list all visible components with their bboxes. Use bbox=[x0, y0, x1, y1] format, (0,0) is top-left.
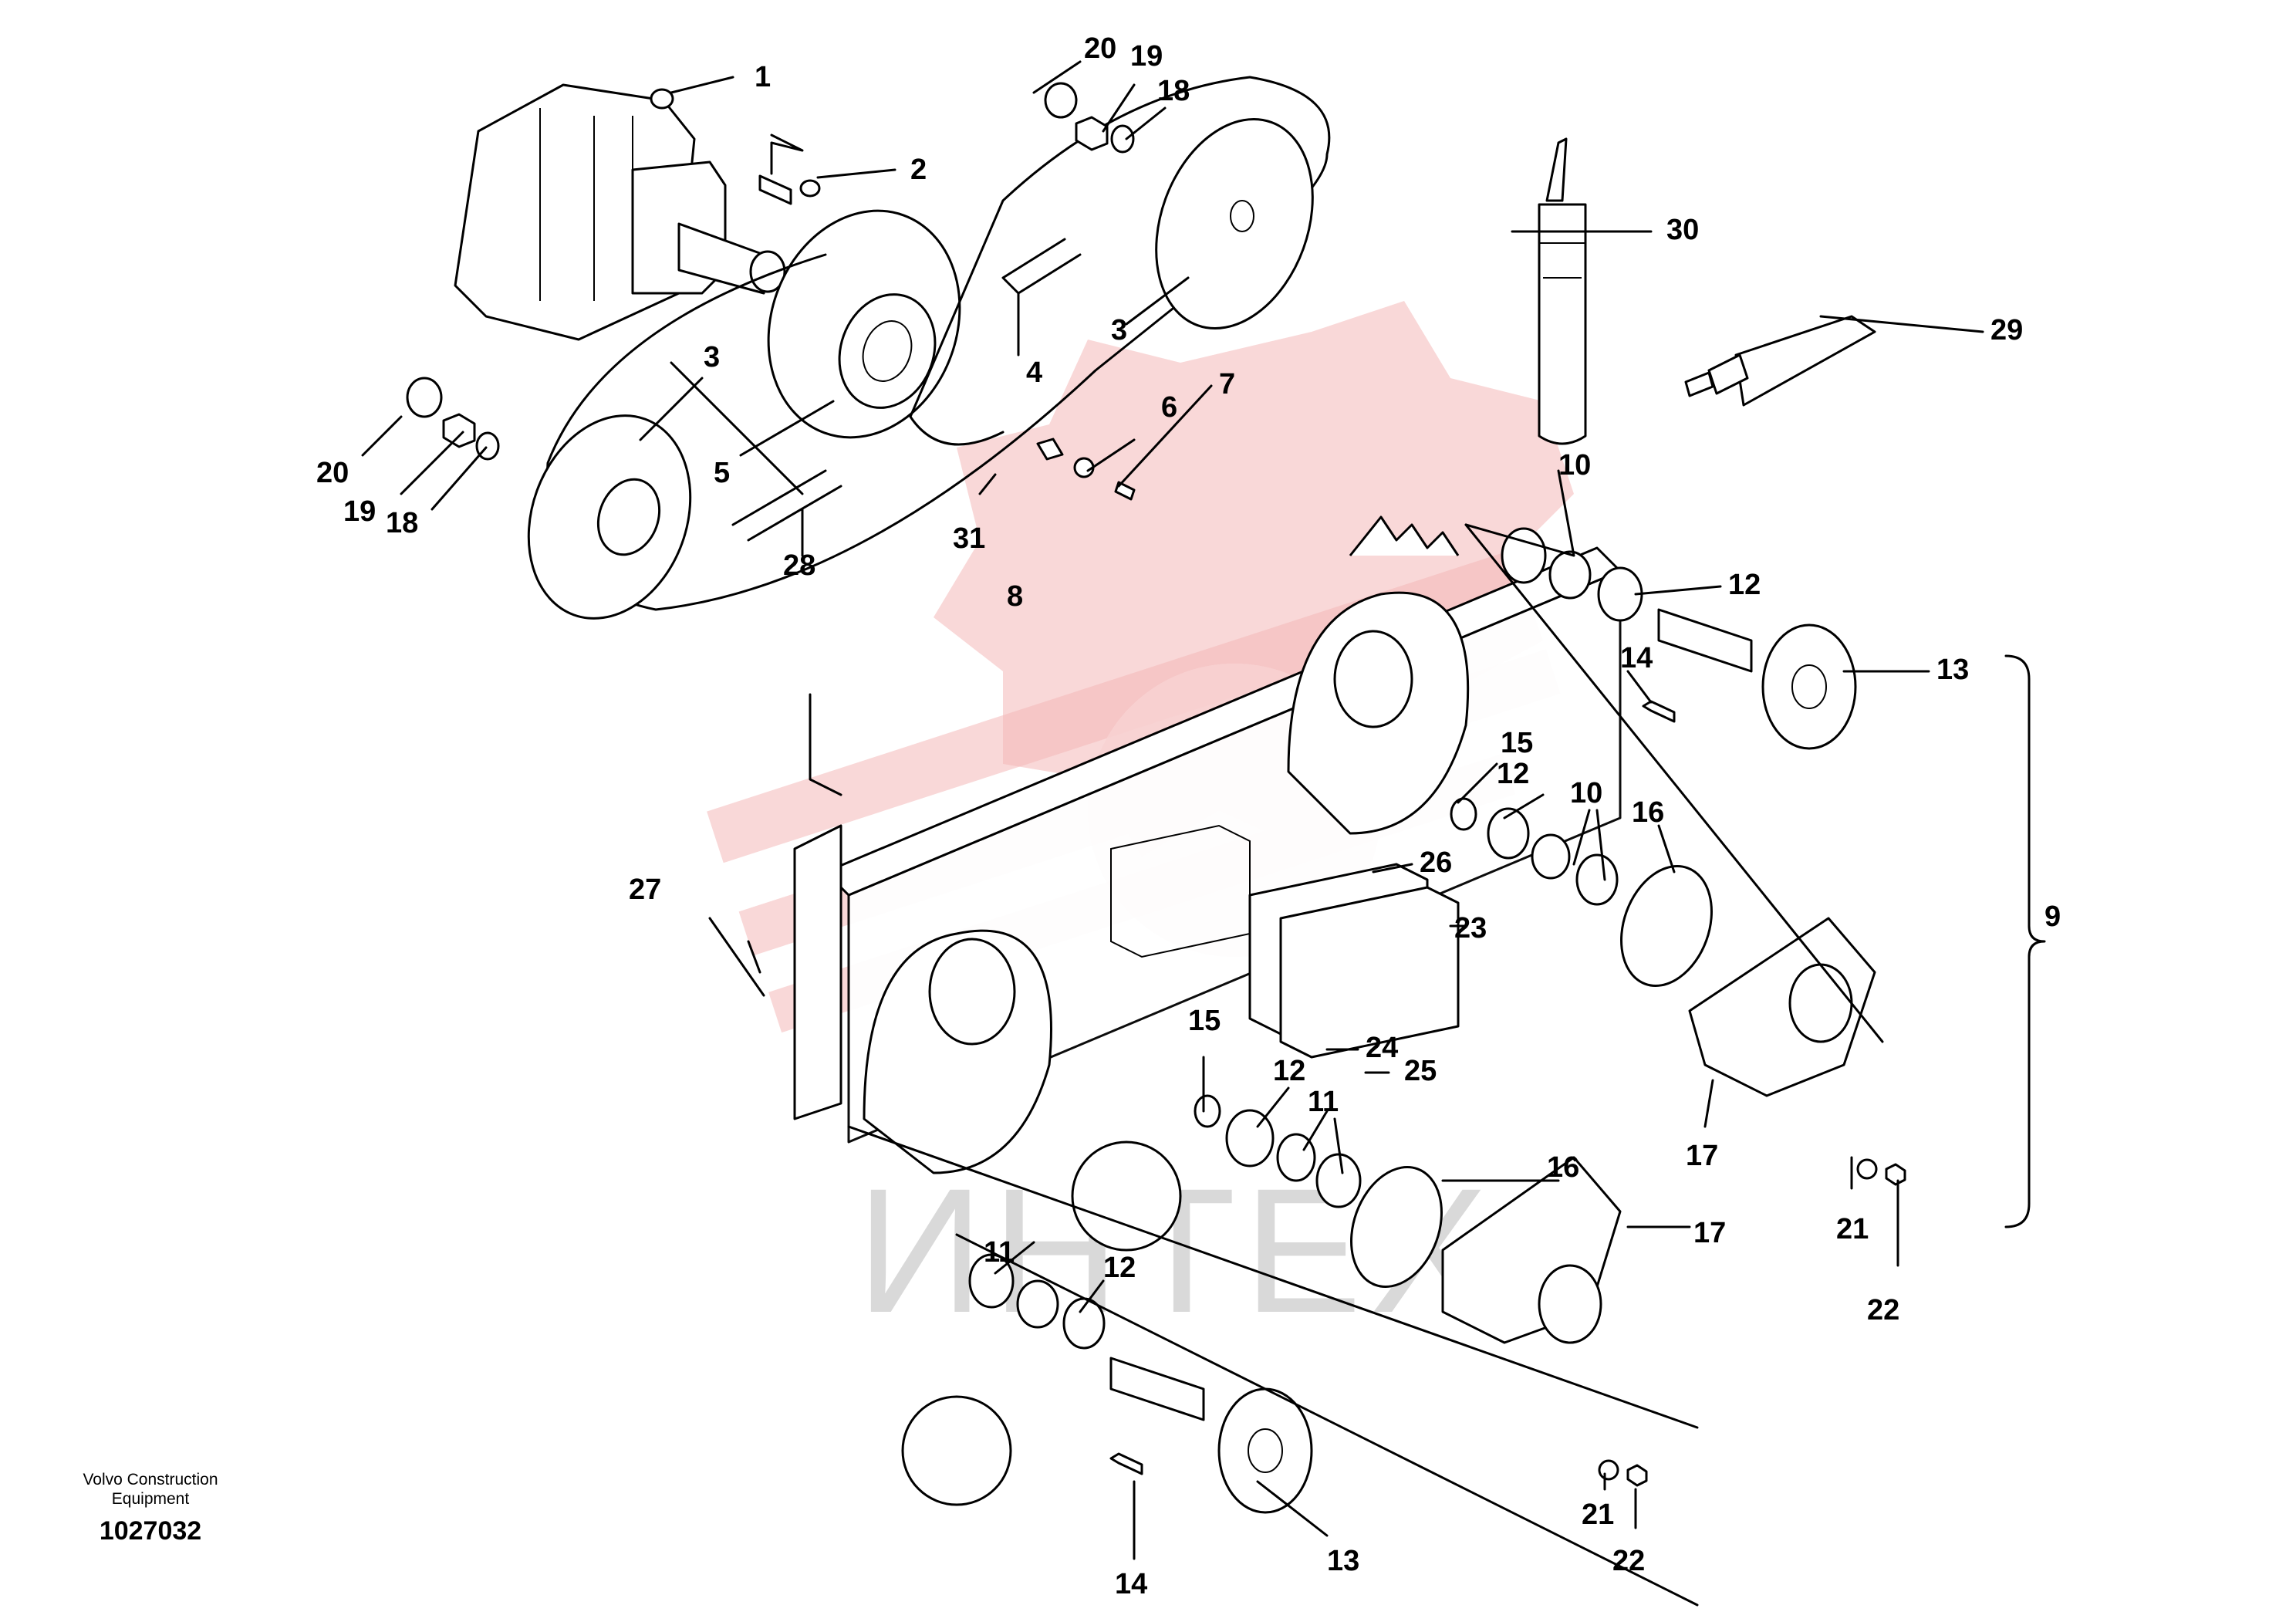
callout-31: 31 bbox=[953, 522, 985, 555]
callout-10: 10 bbox=[1558, 449, 1591, 482]
drive-sprocket-plate bbox=[767, 209, 961, 439]
callout-9: 9 bbox=[2044, 901, 2061, 933]
callout-21: 21 bbox=[1582, 1499, 1614, 1531]
callout-1: 1 bbox=[755, 61, 771, 93]
callout-23: 23 bbox=[1454, 912, 1487, 944]
left-bearing-assembly bbox=[901, 1094, 1648, 1514]
callout-30: 30 bbox=[1666, 214, 1699, 246]
sealant-cartridge bbox=[1538, 137, 1587, 445]
callout-labels: 1 2 3 3 4 5 6 7 8 9 10 10 11 11 12 12 12… bbox=[316, 32, 2061, 1600]
callout-14: 14 bbox=[1620, 642, 1653, 674]
callout-14: 14 bbox=[1115, 1568, 1147, 1600]
callout-21: 21 bbox=[1836, 1213, 1869, 1245]
callout-25: 25 bbox=[1404, 1055, 1437, 1087]
callout-13: 13 bbox=[1327, 1545, 1359, 1577]
callout-19: 19 bbox=[343, 495, 376, 528]
callout-28: 28 bbox=[783, 549, 815, 582]
hydraulic-motor bbox=[454, 83, 786, 341]
callout-13: 13 bbox=[1936, 654, 1969, 686]
callout-17: 17 bbox=[1693, 1217, 1726, 1249]
callout-16: 16 bbox=[1632, 796, 1664, 829]
callout-24: 24 bbox=[1366, 1032, 1398, 1064]
manufacturer-caption-line1: Volvo Construction bbox=[83, 1471, 218, 1489]
inspection-cover bbox=[1110, 824, 1460, 1059]
callout-26: 26 bbox=[1420, 846, 1452, 879]
drawing-number: 1027032 bbox=[99, 1516, 202, 1546]
callout-20: 20 bbox=[316, 457, 349, 489]
right-bearing-assembly bbox=[1450, 527, 1906, 1186]
callout-12: 12 bbox=[1103, 1252, 1136, 1284]
callout-22: 22 bbox=[1612, 1545, 1645, 1577]
callout-16: 16 bbox=[1547, 1151, 1579, 1184]
callout-20: 20 bbox=[1084, 32, 1116, 65]
callout-8: 8 bbox=[1007, 580, 1023, 613]
callout-4: 4 bbox=[1026, 357, 1042, 389]
driven-sprocket-upper bbox=[1155, 117, 1314, 330]
callout-11: 11 bbox=[1308, 1086, 1339, 1118]
callout-3: 3 bbox=[1111, 314, 1127, 346]
manufacturer-caption-line2: Equipment bbox=[111, 1490, 190, 1508]
chain-case-housing bbox=[793, 515, 1622, 1174]
callout-27: 27 bbox=[629, 874, 661, 906]
callout-15: 15 bbox=[1188, 1005, 1221, 1037]
callout-7: 7 bbox=[1219, 368, 1235, 400]
callout-3: 3 bbox=[704, 341, 720, 373]
callout-15: 15 bbox=[1501, 727, 1533, 759]
callout-10: 10 bbox=[1570, 777, 1602, 809]
callout-2: 2 bbox=[910, 154, 927, 186]
callout-18: 18 bbox=[1157, 75, 1190, 107]
callout-29: 29 bbox=[1990, 314, 2023, 346]
callout-12: 12 bbox=[1497, 758, 1529, 790]
group-bracket-9 bbox=[2004, 654, 2046, 1228]
callout-5: 5 bbox=[714, 457, 730, 489]
driven-sprocket-lower bbox=[527, 414, 692, 620]
callout-18: 18 bbox=[386, 507, 418, 539]
callout-6: 6 bbox=[1161, 391, 1177, 424]
chain-segment-4 bbox=[1001, 238, 1082, 295]
callout-12: 12 bbox=[1273, 1055, 1305, 1087]
callout-12: 12 bbox=[1728, 569, 1761, 601]
diagram-footer: Volvo Construction Equipment 1027032 bbox=[54, 1470, 247, 1546]
callout-17: 17 bbox=[1686, 1140, 1718, 1172]
callout-11: 11 bbox=[984, 1236, 1015, 1269]
leader-lines bbox=[361, 60, 1984, 1607]
chain-segment-28 bbox=[731, 469, 842, 542]
callout-22: 22 bbox=[1867, 1294, 1899, 1326]
callout-19: 19 bbox=[1130, 40, 1163, 73]
hardware-top bbox=[406, 82, 1136, 501]
grease-tube bbox=[1684, 315, 1876, 407]
